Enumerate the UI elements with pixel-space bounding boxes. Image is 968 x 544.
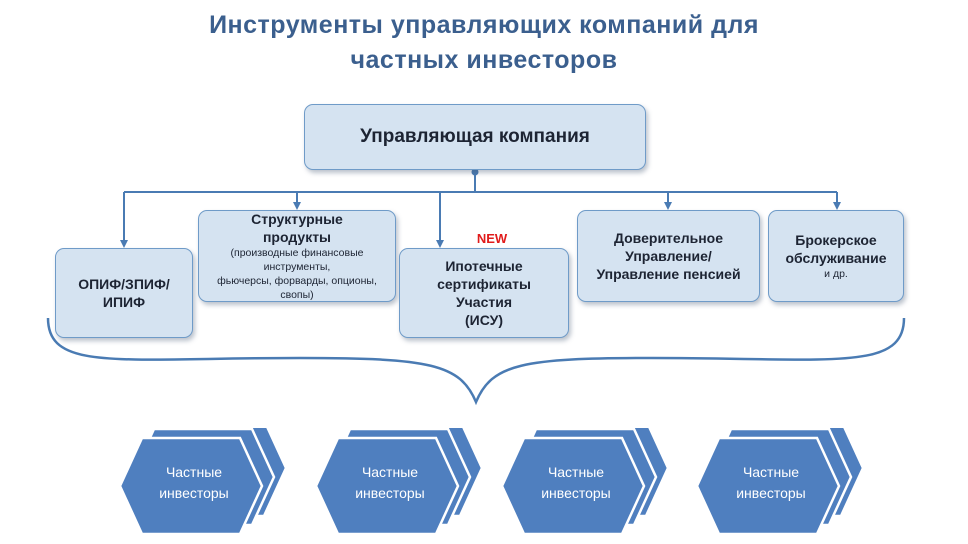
new-badge: NEW bbox=[476, 231, 508, 246]
connector-junction bbox=[471, 168, 479, 176]
title-line-2: частных инвесторов bbox=[350, 46, 618, 74]
investors-hexagon-shape bbox=[697, 428, 865, 536]
title-line-1: Инструменты управляющих компаний для bbox=[209, 11, 759, 39]
hexagon-layer-3 bbox=[316, 436, 460, 536]
hexagon-layer-3 bbox=[120, 436, 264, 536]
brokerage-detail: и др. bbox=[824, 268, 848, 280]
management-company-label: Управляющая компания bbox=[360, 126, 590, 147]
hexagon-layer-3 bbox=[502, 436, 646, 536]
investors-hexagon-shape bbox=[120, 428, 288, 536]
curly-brace bbox=[46, 317, 906, 406]
investors-hexagon-shape bbox=[316, 428, 484, 536]
investors-hexagon-shape bbox=[502, 428, 670, 536]
opif-box: ОПИФ/ЗПИФ/ИПИФ bbox=[55, 248, 193, 338]
opif-label: ОПИФ/ЗПИФ/ИПИФ bbox=[78, 276, 170, 310]
management-company-box: Управляющая компания bbox=[304, 104, 646, 170]
hexagon-layer-3 bbox=[697, 436, 841, 536]
diagram-title: Инструменты управляющих компаний для час… bbox=[0, 8, 968, 78]
